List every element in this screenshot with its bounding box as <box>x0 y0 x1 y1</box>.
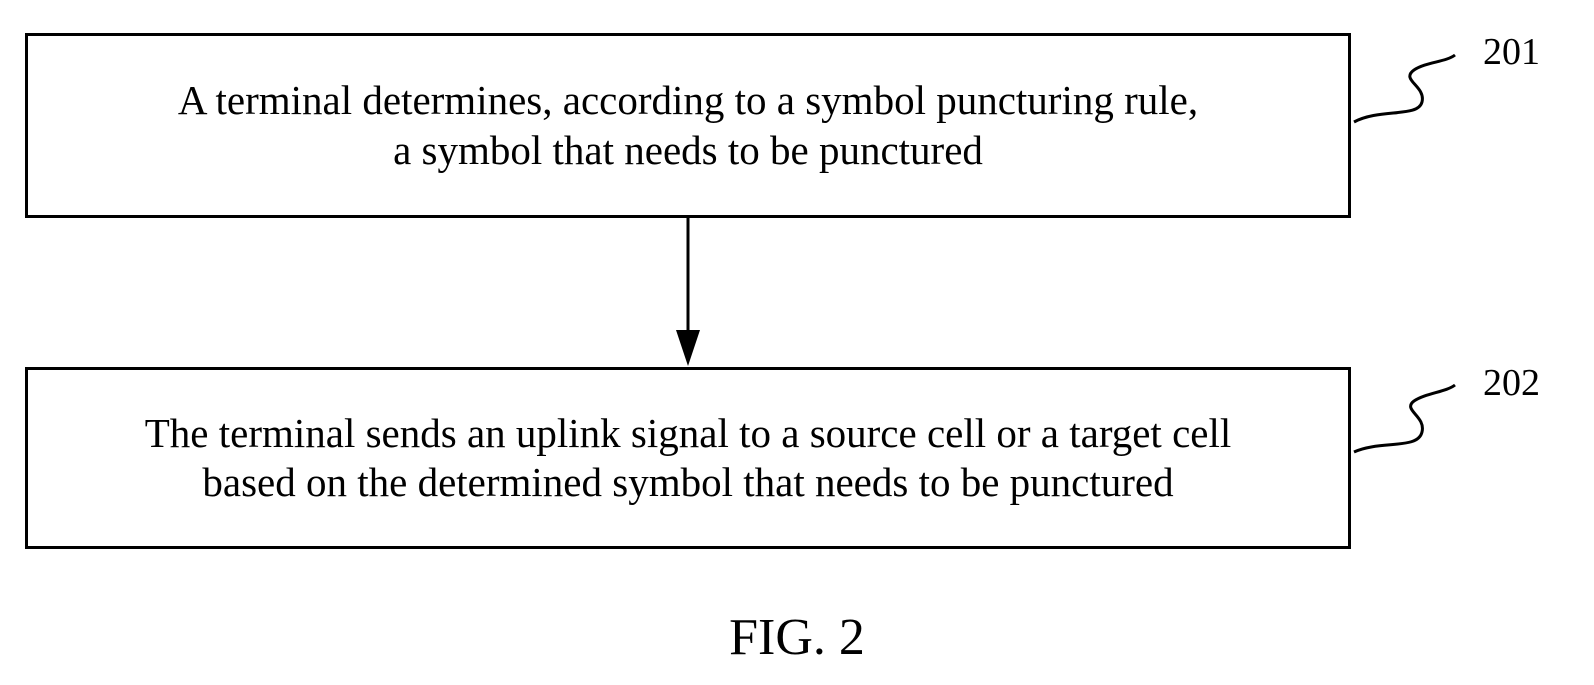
ref-label-201: 201 <box>1483 33 1540 71</box>
flow-arrowhead <box>676 330 700 366</box>
ref-leader-201 <box>1354 55 1455 122</box>
ref-label-202: 202 <box>1483 364 1540 402</box>
ref-leader-202 <box>1354 385 1455 452</box>
figure-caption: FIG. 2 <box>0 612 1594 664</box>
